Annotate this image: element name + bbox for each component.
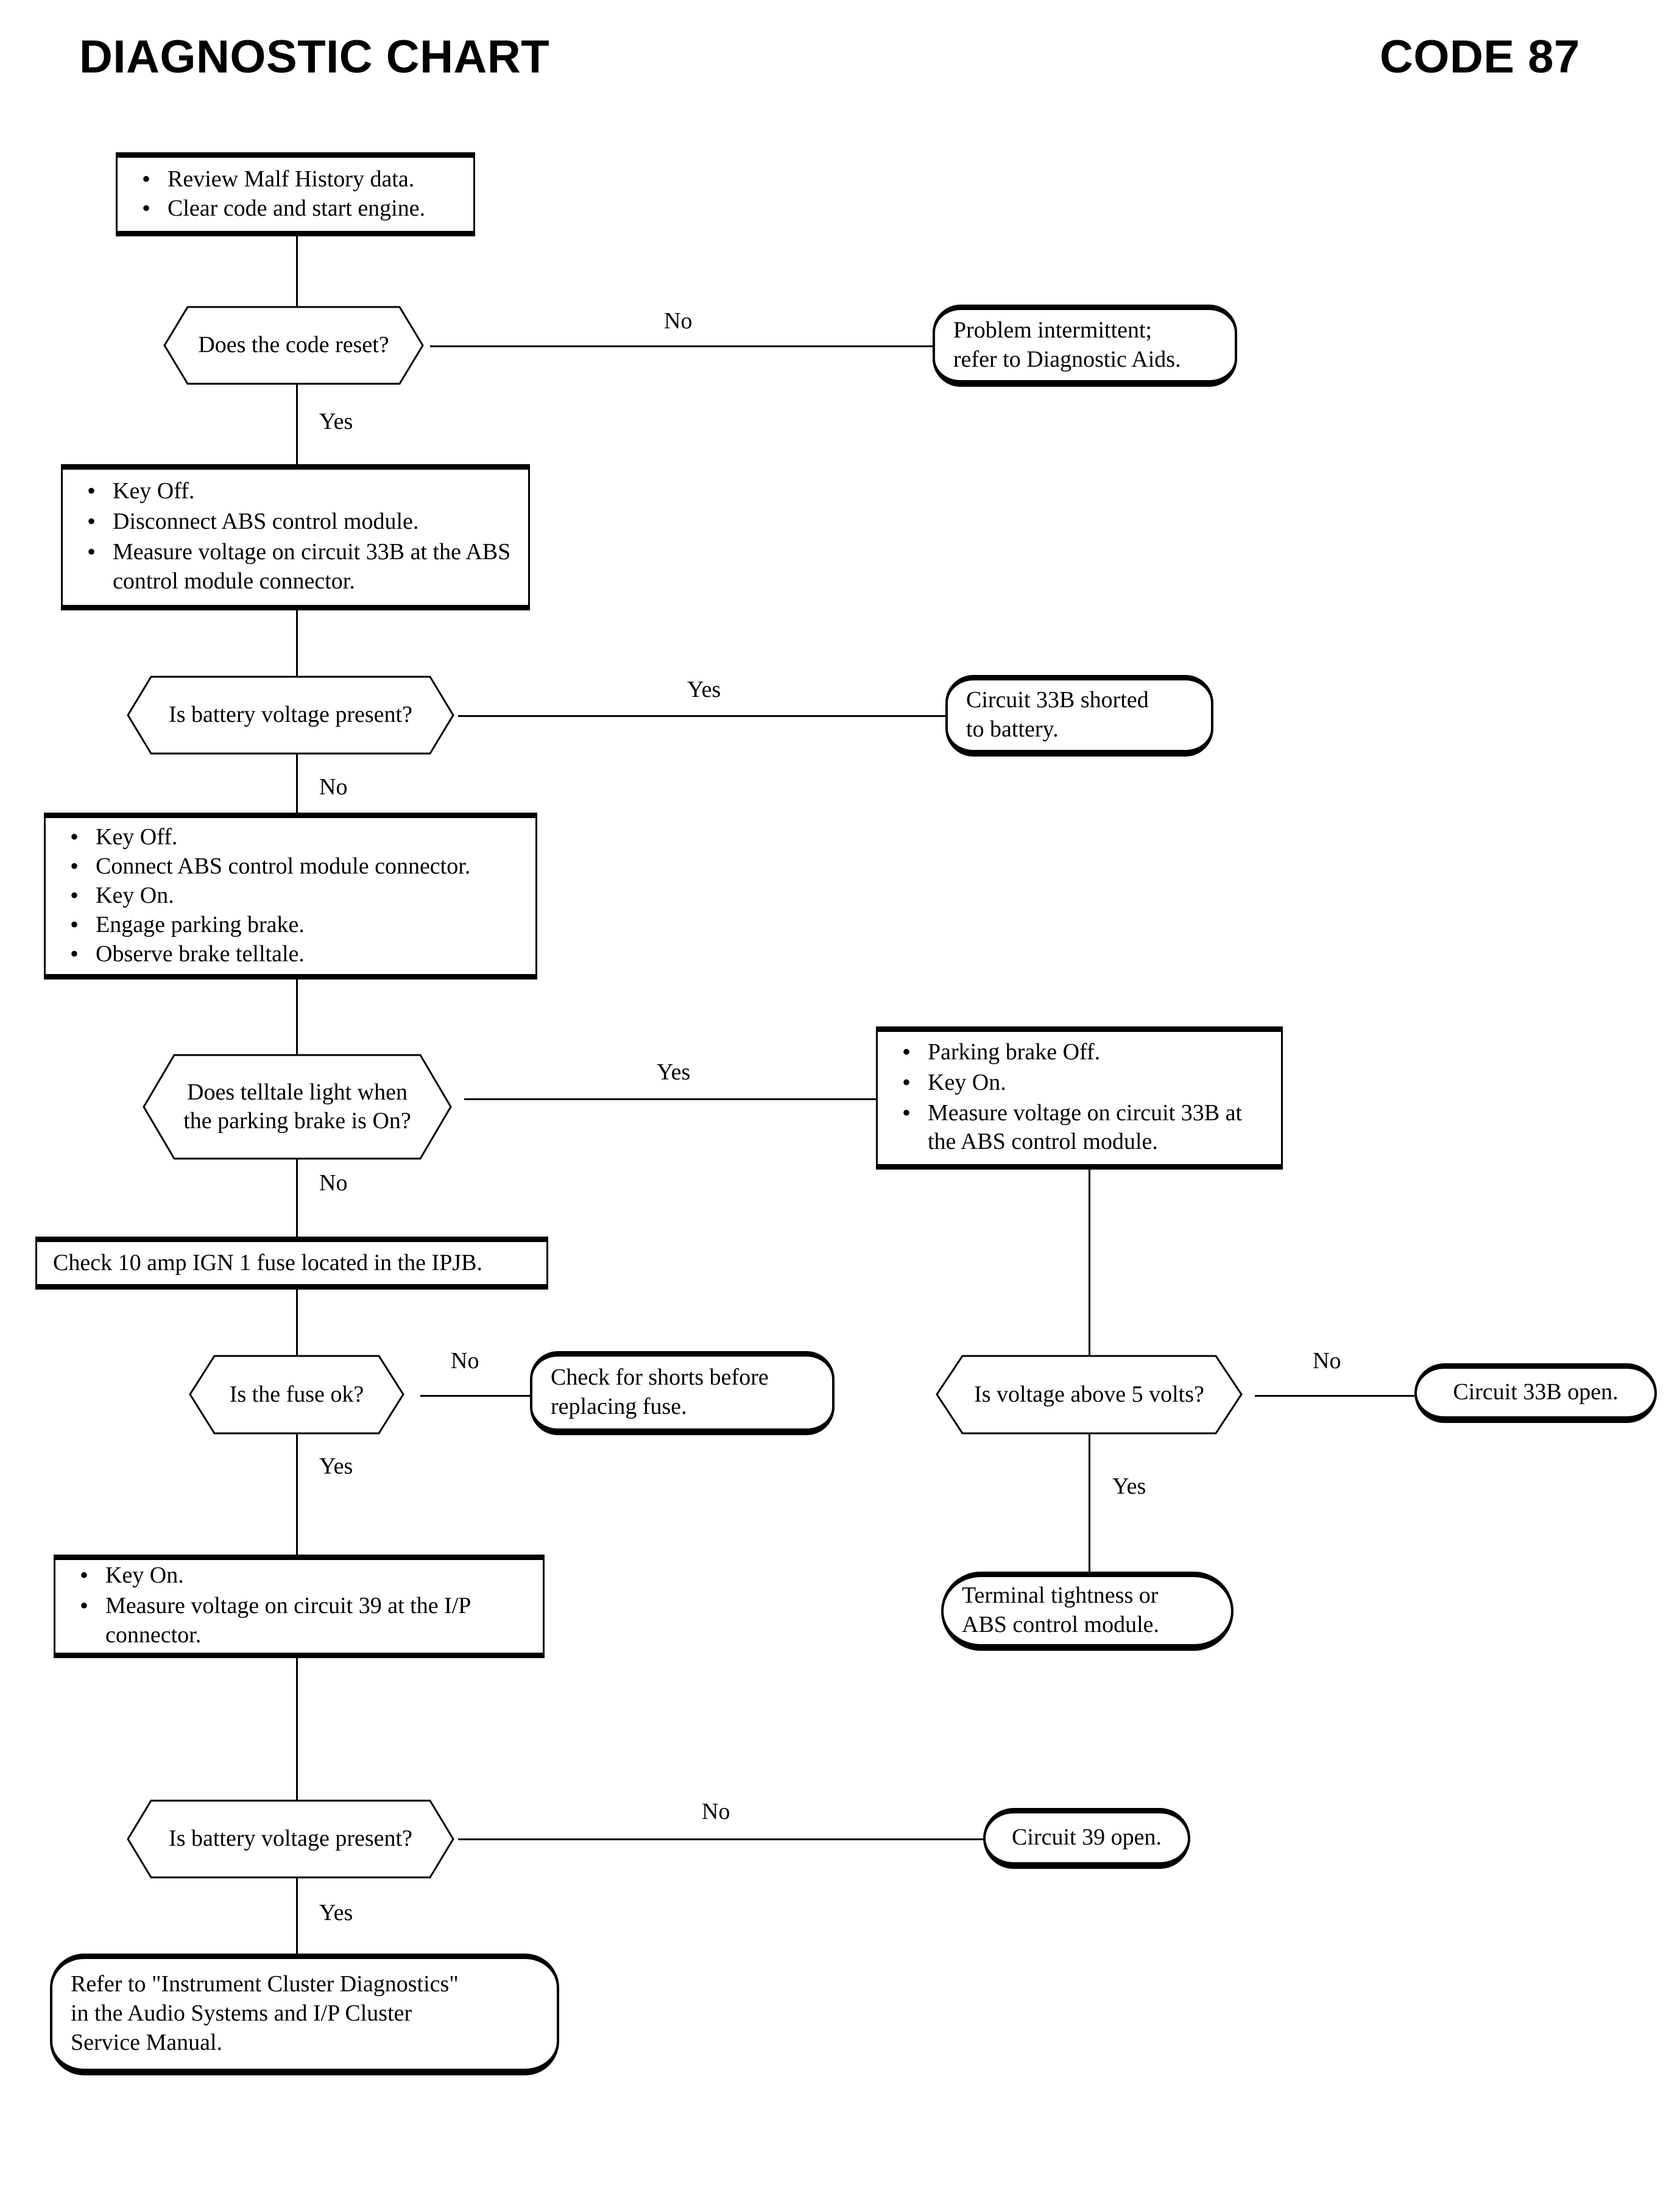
edge-label-yes: Yes xyxy=(319,1453,353,1479)
process-box-review-malf-history: Review Malf History data. Clear code and… xyxy=(116,152,475,236)
terminal-circuit-39-open: Circuit 39 open. xyxy=(983,1808,1190,1869)
bullet-item: Measure voltage on circuit 33B at the AB… xyxy=(894,1098,1265,1157)
terminal-line: Circuit 33B shorted xyxy=(966,687,1149,713)
connector-d6-t7 xyxy=(296,1865,298,1954)
bullet-item: Key Off. xyxy=(79,476,512,506)
hexagon-outline xyxy=(936,1355,1243,1435)
connector-d5-t5 xyxy=(1089,1419,1090,1572)
edge-label-no: No xyxy=(664,308,693,334)
process-box-engage-parking-brake: Key Off. Connect ABS control module conn… xyxy=(44,813,537,980)
connector-d4-n6 xyxy=(296,1419,298,1555)
decision-label-line: Does telltale light when xyxy=(187,1079,408,1105)
connector-n4-d5 xyxy=(1089,1170,1090,1369)
connector-n3-d3 xyxy=(296,980,298,1065)
connector-d4-t3 xyxy=(420,1395,530,1397)
hexagon-outline xyxy=(127,1799,454,1879)
bullet-item: Measure voltage on circuit 33B at the AB… xyxy=(79,537,512,596)
decision-is-battery-voltage-present-1: Is battery voltage present? xyxy=(105,674,476,756)
edge-label-yes: Yes xyxy=(657,1059,691,1085)
terminal-circuit-33b-shorted: Circuit 33B shorted to battery. xyxy=(945,675,1213,757)
edge-label-no: No xyxy=(1313,1348,1341,1374)
edge-label-yes: Yes xyxy=(687,677,721,702)
connector-n6-d6 xyxy=(296,1658,298,1843)
terminal-line: in the Audio Systems and I/P Cluster xyxy=(71,2000,412,2027)
connector-n1-d1 xyxy=(296,235,298,315)
process-box-measure-circuit-39: Key On. Measure voltage on circuit 39 at… xyxy=(54,1555,545,1658)
connector-d1-n2 xyxy=(296,365,298,464)
terminal-line: ABS control module. xyxy=(962,1612,1160,1637)
page-title: DIAGNOSTIC CHART xyxy=(79,31,550,83)
edge-label-yes: Yes xyxy=(319,409,353,434)
edge-label-yes: Yes xyxy=(1112,1474,1146,1499)
edge-label-no: No xyxy=(319,774,348,800)
decision-label: Is the fuse ok? xyxy=(229,1381,364,1407)
decision-label: Is battery voltage present? xyxy=(169,1826,412,1852)
connector-n5-d4 xyxy=(296,1290,298,1369)
edge-label-no: No xyxy=(451,1348,479,1374)
edge-label-no: No xyxy=(319,1170,348,1196)
connector-d3-n4 xyxy=(464,1098,876,1100)
connector-d6-t6 xyxy=(458,1838,983,1840)
decision-label-wrap: Does telltale light when the parking bra… xyxy=(121,1053,474,1161)
connector-d3-n5 xyxy=(296,1134,298,1237)
terminal-problem-intermittent: Problem intermittent; refer to Diagnosti… xyxy=(933,305,1237,387)
hexagon-outline xyxy=(143,1054,452,1160)
terminal-line: refer to Diagnostic Aids. xyxy=(953,346,1181,372)
hexagon-outline xyxy=(189,1355,404,1435)
bullet-item: Key On. xyxy=(894,1067,1265,1098)
bullet-item: Observe brake telltale. xyxy=(62,939,520,969)
terminal-terminal-tightness: Terminal tightness or ABS control module… xyxy=(941,1572,1234,1651)
bullet-item: Key Off. xyxy=(62,822,520,852)
hexagon-outline xyxy=(127,676,454,755)
connector-d5-t4 xyxy=(1255,1395,1414,1397)
terminal-line: to battery. xyxy=(966,716,1059,742)
process-text: Check 10 amp IGN 1 fuse located in the I… xyxy=(53,1249,482,1276)
process-box-parking-brake-off: Parking brake Off. Key On. Measure volta… xyxy=(876,1026,1283,1170)
bullet-item: Measure voltage on circuit 39 at the I/P… xyxy=(71,1590,527,1650)
terminal-line: Terminal tightness or xyxy=(962,1583,1159,1609)
bullet-item: Review Malf History data. xyxy=(133,164,457,194)
decision-label: Is battery voltage present? xyxy=(169,702,412,728)
edge-label-yes: Yes xyxy=(319,1900,353,1926)
bullet-item: Parking brake Off. xyxy=(894,1037,1265,1067)
bullet-item: Key On. xyxy=(71,1560,527,1590)
connector-d1-t1 xyxy=(430,345,933,347)
decision-label-line: the parking brake is On? xyxy=(183,1108,411,1134)
decision-label: Is voltage above 5 volts? xyxy=(974,1381,1204,1407)
decision-does-telltale-light: Does telltale light when the parking bra… xyxy=(121,1053,474,1161)
terminal-line: Service Manual. xyxy=(71,2029,223,2055)
bullet-item: Clear code and start engine. xyxy=(133,193,457,224)
terminal-line: Refer to "Instrument Cluster Diagnostics… xyxy=(71,1971,459,1997)
terminal-line: Circuit 33B open. xyxy=(1453,1379,1618,1405)
bullet-item: Engage parking brake. xyxy=(62,909,520,940)
bullet-item: Connect ABS control module connector. xyxy=(62,851,520,881)
decision-is-voltage-above-5-volts: Is voltage above 5 volts? xyxy=(915,1354,1263,1436)
diagnostic-code-label: CODE 87 xyxy=(1380,31,1580,83)
bullet-item: Key On. xyxy=(62,880,520,911)
connector-d2-n3 xyxy=(296,740,298,813)
terminal-check-for-shorts: Check for shorts before replacing fuse. xyxy=(530,1351,835,1435)
connector-n2-d2 xyxy=(296,610,298,688)
process-box-disconnect-abs-module: Key Off. Disconnect ABS control module. … xyxy=(61,464,530,610)
terminal-circuit-33b-open: Circuit 33B open. xyxy=(1414,1363,1657,1423)
decision-does-the-code-reset: Does the code reset? xyxy=(141,305,446,386)
edge-label-no: No xyxy=(702,1799,730,1824)
process-box-check-ign1-fuse: Check 10 amp IGN 1 fuse located in the I… xyxy=(35,1237,548,1290)
terminal-line: Check for shorts before xyxy=(551,1364,769,1391)
terminal-line: Circuit 39 open. xyxy=(1012,1824,1162,1851)
terminal-line: replacing fuse. xyxy=(551,1394,687,1419)
terminal-line: Problem intermittent; xyxy=(953,317,1152,343)
decision-is-the-fuse-ok: Is the fuse ok? xyxy=(169,1354,424,1436)
connector-d2-t2 xyxy=(458,715,945,717)
decision-is-battery-voltage-present-2: Is battery voltage present? xyxy=(105,1798,476,1880)
hexagon-outline xyxy=(163,306,424,385)
bullet-item: Disconnect ABS control module. xyxy=(79,506,512,537)
terminal-refer-instrument-cluster: Refer to "Instrument Cluster Diagnostics… xyxy=(50,1954,559,2075)
decision-label: Does the code reset? xyxy=(198,332,389,358)
